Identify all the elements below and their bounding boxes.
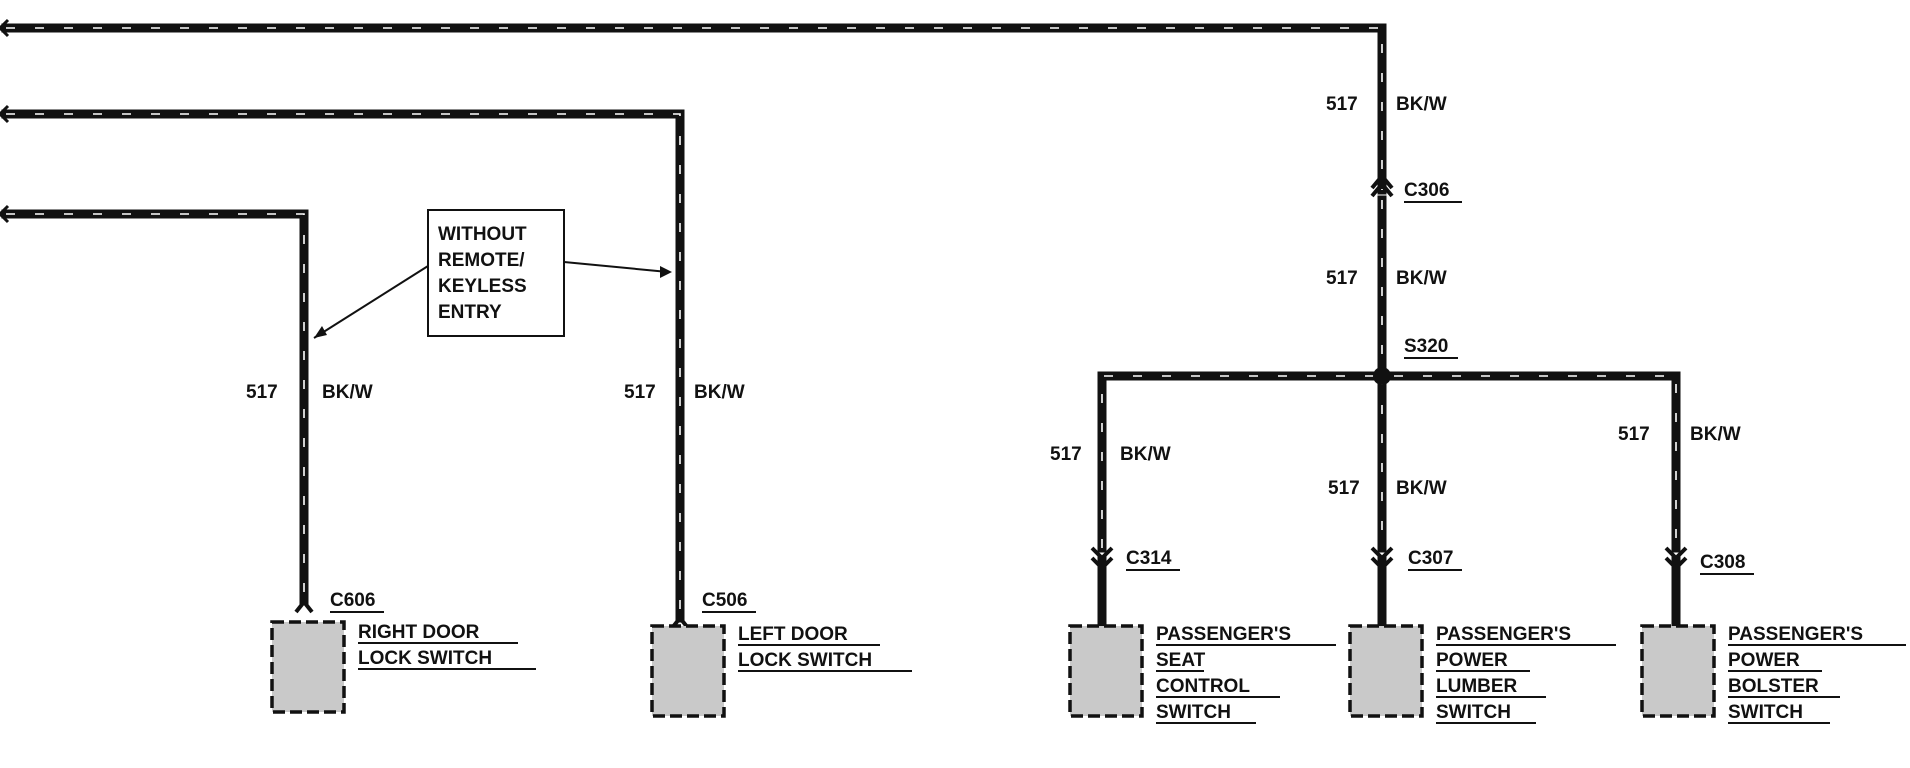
component-label-right-door-2: LOCK SWITCH [358, 648, 492, 669]
note-arrow-left-door [563, 261, 672, 278]
connector-label-c308: C308 [1700, 552, 1745, 573]
component-label-bolster-1: PASSENGER'S [1728, 624, 1863, 645]
component-label-seat-3: CONTROL [1156, 676, 1250, 697]
circuit-label-top: 517 [1326, 94, 1358, 115]
component-label-seat-4: SWITCH [1156, 702, 1231, 723]
circuit-label-right-door: 517 [246, 382, 278, 403]
connector-end-top [0, 18, 10, 38]
wire-color-label-seat-control: BK/W [1120, 444, 1171, 465]
component-label-lumber-3: LUMBER [1436, 676, 1518, 697]
note-box [427, 209, 565, 337]
wire-color-label-power-bolster: BK/W [1690, 424, 1741, 445]
note-line-4: ENTRY [438, 302, 502, 323]
splice-label-s320: S320 [1404, 336, 1448, 357]
component-label-seat-1: PASSENGER'S [1156, 624, 1291, 645]
component-box-power-bolster [1640, 624, 1716, 718]
note-arrow-right-door [313, 265, 429, 339]
wire-color-label-top: BK/W [1396, 94, 1447, 115]
connector-label-c306: C306 [1404, 180, 1449, 201]
note-line-2: REMOTE/ [438, 250, 525, 271]
component-label-bolster-4: SWITCH [1728, 702, 1803, 723]
component-box-seat-control [1068, 624, 1144, 718]
note-line-1: WITHOUT [438, 224, 527, 245]
connector-c306-symbol [1370, 172, 1394, 198]
wire-color-label-c306: BK/W [1396, 268, 1447, 289]
component-label-lumber-4: SWITCH [1436, 702, 1511, 723]
component-label-bolster-2: POWER [1728, 650, 1800, 671]
connector-end-mid [0, 104, 10, 124]
connector-c314-symbol [1090, 546, 1114, 571]
component-label-lumber-1: PASSENGER'S [1436, 624, 1571, 645]
wire-color-label-right-door: BK/W [322, 382, 373, 403]
splice-dot [1373, 367, 1391, 385]
circuit-label-power-bolster: 517 [1618, 424, 1650, 445]
connector-c308-symbol [1664, 546, 1688, 571]
wire-run-top [1, 23, 1387, 195]
connector-label-c314: C314 [1126, 548, 1172, 569]
connector-label-c606: C606 [330, 590, 375, 611]
component-box-right-door [270, 620, 346, 714]
component-label-right-door-1: RIGHT DOOR [358, 622, 480, 643]
component-label-seat-2: SEAT [1156, 650, 1206, 671]
connector-label-c506: C506 [702, 590, 747, 611]
component-box-power-lumber [1348, 624, 1424, 718]
wire-branch-bus [1097, 371, 1681, 553]
wire-run-left-door [1, 109, 685, 623]
wire-run-right-door [1, 209, 309, 605]
circuit-label-c306: 517 [1326, 268, 1358, 289]
component-label-lumber-2: POWER [1436, 650, 1508, 671]
component-label-bolster-3: BOLSTER [1728, 676, 1819, 697]
connector-c307-symbol [1370, 546, 1394, 571]
circuit-label-left-door: 517 [624, 382, 656, 403]
component-box-left-door [650, 624, 726, 718]
connector-end-low [0, 204, 10, 224]
circuit-label-seat-control: 517 [1050, 444, 1082, 465]
connector-c606-symbol [294, 598, 314, 614]
wire-color-label-left-door: BK/W [694, 382, 745, 403]
connector-label-c307: C307 [1408, 548, 1453, 569]
component-label-left-door-2: LOCK SWITCH [738, 650, 872, 671]
wire-color-label-power-lumber: BK/W [1396, 478, 1447, 499]
note-line-3: KEYLESS [438, 276, 527, 297]
component-label-left-door-1: LEFT DOOR [738, 624, 848, 645]
circuit-label-power-lumber: 517 [1328, 478, 1360, 499]
